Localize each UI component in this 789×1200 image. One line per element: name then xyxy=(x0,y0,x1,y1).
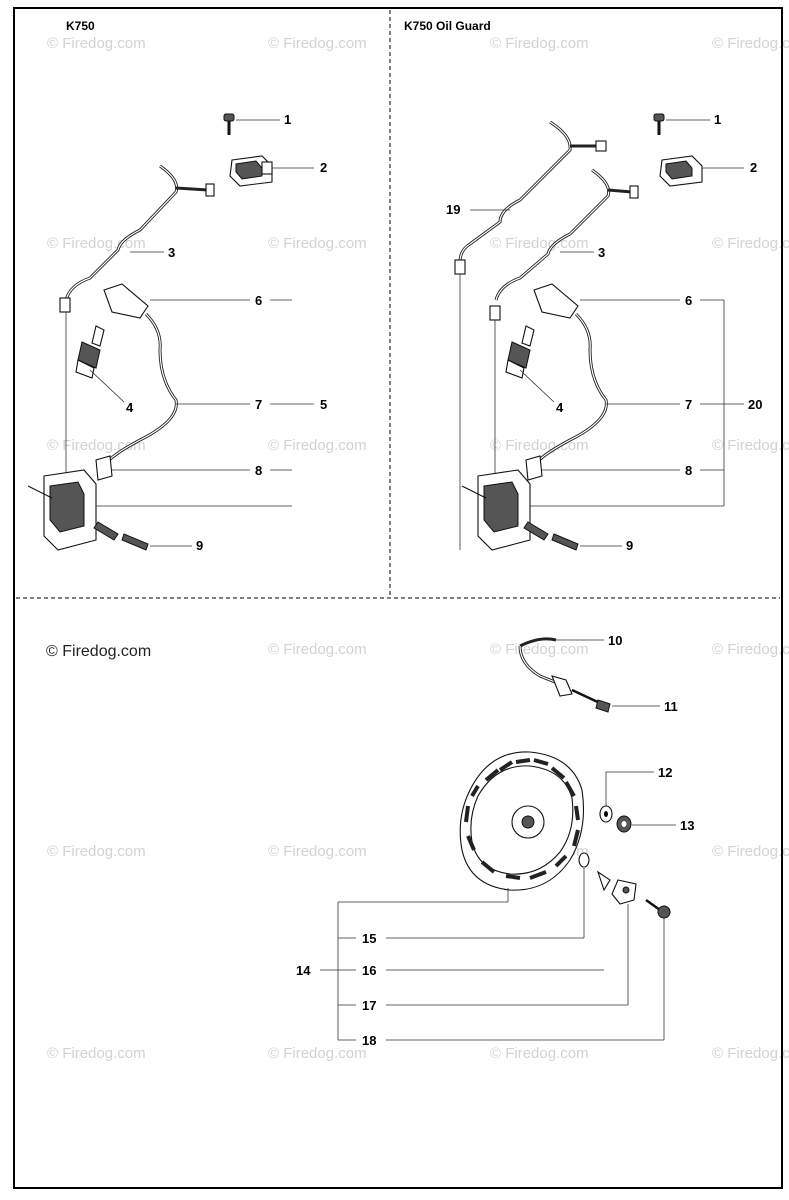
diagram-frame xyxy=(13,7,783,1189)
watermark: © Firedog.com xyxy=(490,35,589,52)
callout-number: 1 xyxy=(714,112,721,127)
callout-number: 16 xyxy=(362,963,376,978)
key-part xyxy=(596,870,611,892)
watermark: © Firedog.com xyxy=(490,235,589,252)
watermark: © Firedog.com xyxy=(268,437,367,454)
callout-number: 2 xyxy=(750,160,757,175)
callout-number: 8 xyxy=(685,463,692,478)
spark-plug-part xyxy=(505,325,535,379)
bolt-part xyxy=(523,521,579,551)
bolt-part xyxy=(93,521,149,551)
callout-number: 15 xyxy=(362,931,376,946)
cable-part xyxy=(518,637,573,697)
callout-number: 2 xyxy=(320,160,327,175)
flywheel-part xyxy=(459,751,585,891)
watermark: © Firedog.com xyxy=(712,843,789,860)
watermark: © Firedog.com xyxy=(712,1045,789,1062)
watermark: © Firedog.com xyxy=(490,437,589,454)
callout-number: 8 xyxy=(255,463,262,478)
switch-part xyxy=(229,155,273,187)
watermark: © Firedog.com xyxy=(712,235,789,252)
leader-line xyxy=(89,369,125,403)
callout-number: 13 xyxy=(680,818,694,833)
panel-title-k750-oil-guard: K750 Oil Guard xyxy=(404,19,491,33)
callout-number: 9 xyxy=(196,538,203,553)
ground-wire-part xyxy=(59,164,215,492)
oil-guard-wire-part xyxy=(454,120,607,550)
watermarks: © Firedog.com © Firedog.com © Firedog.co… xyxy=(47,35,789,1062)
watermark: © Firedog.com xyxy=(490,1045,589,1062)
ignition-assembly-k750: 1 2 3 4 5 6 7 8 9 xyxy=(27,112,327,553)
ignition-cable-part xyxy=(525,283,608,481)
watermark: © Firedog.com xyxy=(712,641,789,658)
leader-line xyxy=(519,369,555,403)
watermark: © Firedog.com xyxy=(268,235,367,252)
watermark: © Firedog.com xyxy=(712,35,789,52)
screw-part xyxy=(223,113,235,135)
watermark: © Firedog.com xyxy=(490,641,589,658)
callout-number: 7 xyxy=(685,397,692,412)
watermark: © Firedog.com xyxy=(268,35,367,52)
callout-number: 19 xyxy=(446,202,460,217)
callout-number: 5 xyxy=(320,397,327,412)
callout-number: 4 xyxy=(126,400,134,415)
callout-number: 6 xyxy=(685,293,692,308)
callout-number: 20 xyxy=(748,397,762,412)
ignition-cable-part xyxy=(95,283,178,481)
watermark: © Firedog.com xyxy=(47,235,146,252)
copyright-notice: © Firedog.com xyxy=(46,643,151,660)
switch-part xyxy=(659,155,703,187)
flywheel-assembly: 10 11 12 13 14 15 16 17 18 xyxy=(296,633,694,1048)
pawl-part xyxy=(611,879,637,905)
watermark: © Firedog.com xyxy=(47,843,146,860)
spark-plug-part xyxy=(75,325,105,379)
screw-part xyxy=(571,688,611,713)
watermark: © Firedog.com xyxy=(268,843,367,860)
callout-number: 14 xyxy=(296,963,311,978)
callout-number: 6 xyxy=(255,293,262,308)
ignition-assembly-k750-oil-guard: 1 2 3 4 6 7 8 9 19 20 xyxy=(446,112,762,553)
watermark: © Firedog.com xyxy=(47,1045,146,1062)
callout-number: 3 xyxy=(598,245,605,260)
callout-number: 7 xyxy=(255,397,262,412)
callout-number: 9 xyxy=(626,538,633,553)
callout-number: 18 xyxy=(362,1033,376,1048)
callout-number: 12 xyxy=(658,765,672,780)
callout-number: 3 xyxy=(168,245,175,260)
watermark: © Firedog.com xyxy=(268,1045,367,1062)
watermark: © Firedog.com xyxy=(268,641,367,658)
screw-part xyxy=(653,113,665,135)
watermark: © Firedog.com xyxy=(47,35,146,52)
nut-part xyxy=(616,815,632,833)
washer-part xyxy=(599,805,613,823)
callout-number: 17 xyxy=(362,998,376,1013)
watermark: © Firedog.com xyxy=(712,437,789,454)
callout-number: 4 xyxy=(556,400,564,415)
washer-part xyxy=(578,852,590,868)
callout-number: 1 xyxy=(284,112,291,127)
screw-part xyxy=(645,898,671,919)
ignition-module-part xyxy=(27,469,97,551)
callout-number: 10 xyxy=(608,633,622,648)
ground-wire-part xyxy=(489,168,639,500)
callout-number: 11 xyxy=(664,699,678,714)
panel-title-k750: K750 xyxy=(66,19,95,33)
ignition-module-part xyxy=(461,469,531,551)
